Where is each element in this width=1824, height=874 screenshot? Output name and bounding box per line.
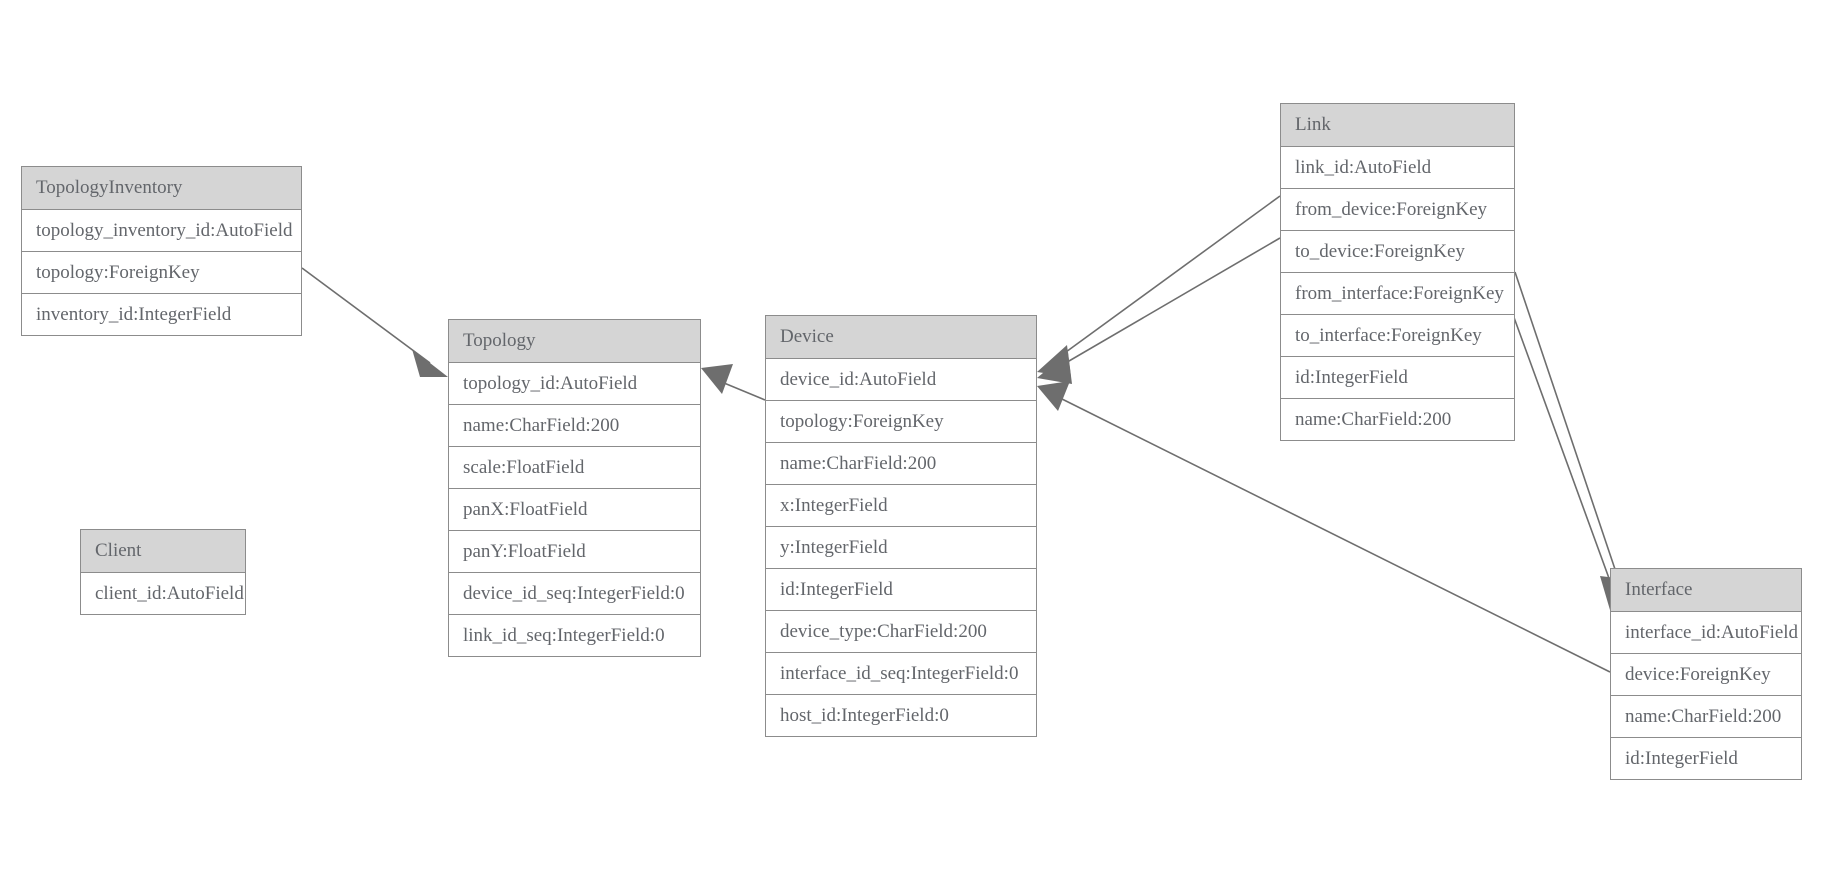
entity-field-row: id:IntegerField [766, 569, 1036, 611]
entity-field-row: interface_id:AutoField [1611, 612, 1801, 654]
entity-field-row: topology_inventory_id:AutoField [22, 210, 301, 252]
entity-field-row: panX:FloatField [449, 489, 700, 531]
entity-field-row: link_id:AutoField [1281, 147, 1514, 189]
entity-field-row: name:CharField:200 [449, 405, 700, 447]
entity-field-row: topology:ForeignKey [766, 401, 1036, 443]
entity-field-row: device_id:AutoField [766, 359, 1036, 401]
entity-field-row: client_id:AutoField [81, 573, 245, 614]
entity-field-row: name:CharField:200 [1611, 696, 1801, 738]
edge-link-from-device [1037, 195, 1281, 377]
edge-link-to-interface [1511, 311, 1615, 593]
entity-field-row: from_interface:ForeignKey [1281, 273, 1514, 315]
edge-device-topology [701, 364, 766, 401]
entity-field-row: link_id_seq:IntegerField:0 [449, 615, 700, 656]
entity-title-client: Client [81, 530, 245, 573]
entity-field-row: device_id_seq:IntegerField:0 [449, 573, 700, 615]
entity-field-row: topology_id:AutoField [449, 363, 700, 405]
entity-title-topology_inventory: TopologyInventory [22, 167, 301, 210]
entity-field-row: name:CharField:200 [1281, 399, 1514, 440]
entity-field-row: device:ForeignKey [1611, 654, 1801, 696]
entity-field-row: y:IntegerField [766, 527, 1036, 569]
entity-field-row: inventory_id:IntegerField [22, 294, 301, 335]
entity-field-row: id:IntegerField [1281, 357, 1514, 399]
entity-field-row: topology:ForeignKey [22, 252, 301, 294]
entity-title-interface: Interface [1611, 569, 1801, 612]
entity-field-row: from_device:ForeignKey [1281, 189, 1514, 231]
entity-title-link: Link [1281, 104, 1514, 147]
edge-link-to-device [1037, 237, 1281, 384]
entity-title-device: Device [766, 316, 1036, 359]
entity-field-row: x:IntegerField [766, 485, 1036, 527]
entity-field-row: to_interface:ForeignKey [1281, 315, 1514, 357]
entity-field-row: interface_id_seq:IntegerField:0 [766, 653, 1036, 695]
entity-field-row: to_device:ForeignKey [1281, 231, 1514, 273]
entity-field-row: device_type:CharField:200 [766, 611, 1036, 653]
edge-topologyinventory-topology [301, 267, 448, 377]
entity-field-row: scale:FloatField [449, 447, 700, 489]
entity-field-row: name:CharField:200 [766, 443, 1036, 485]
entity-field-row: panY:FloatField [449, 531, 700, 573]
edge-link-from-interface [1514, 271, 1632, 610]
entity-field-row: id:IntegerField [1611, 738, 1801, 779]
entity-title-topology: Topology [449, 320, 700, 363]
entity-field-row: host_id:IntegerField:0 [766, 695, 1036, 736]
